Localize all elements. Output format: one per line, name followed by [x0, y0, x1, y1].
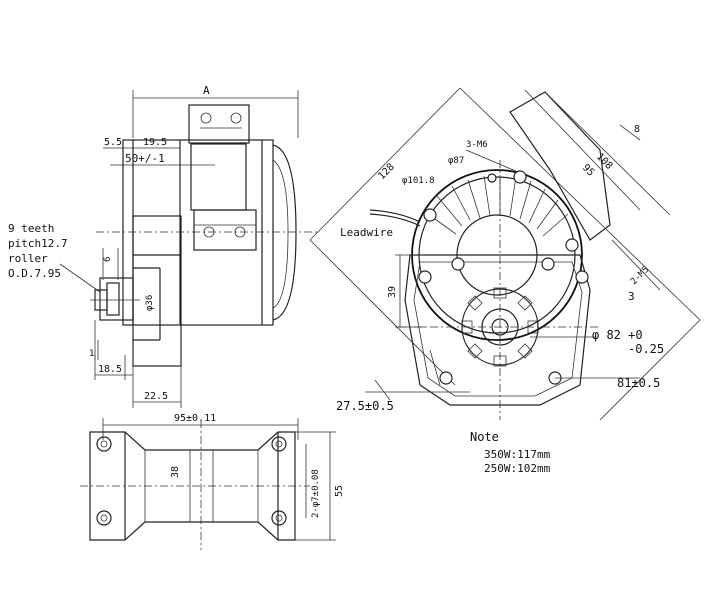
- dim-18-5: 18.5: [98, 364, 122, 375]
- dim-phi82-tol: -0.25: [628, 342, 664, 356]
- dim-6: 6: [103, 257, 113, 262]
- dim-81: 81±0.5: [617, 376, 660, 390]
- dim-phi82: φ 82 +0: [592, 328, 643, 342]
- dim-39: 39: [387, 286, 398, 298]
- dim-8: 8: [634, 124, 640, 135]
- sprocket-note-1: 9 teeth: [8, 222, 54, 235]
- front-view: 128 108 95 8 3-M6: [309, 87, 701, 421]
- leadwire-label: Leadwire: [340, 226, 393, 239]
- sprocket-note-2: pitch12.7: [8, 237, 68, 250]
- bottom-view: 95±0.11 38 2-φ7±0.08 55: [80, 413, 345, 550]
- dim-1: 1: [89, 349, 94, 359]
- note-line-2: 250W:102mm: [484, 462, 551, 475]
- dim-108: 108: [594, 151, 615, 172]
- dim-3: 3: [628, 290, 635, 303]
- dim-22-5: 22.5: [144, 391, 168, 402]
- dim-50: 50+/-1: [125, 152, 165, 165]
- dim-m6: 3-M6: [466, 140, 488, 150]
- note-title: Note: [470, 430, 499, 444]
- note-line-1: 350W:117mm: [484, 448, 551, 461]
- dim-128: 128: [376, 162, 397, 183]
- dim-19-5: 19.5: [143, 137, 167, 148]
- dim-a: A: [203, 84, 210, 97]
- sprocket-note-4: O.D.7.95: [8, 267, 61, 280]
- side-view: A 5.5 19.5 50+/-1: [8, 84, 318, 408]
- dim-95: 95±0.11: [174, 413, 216, 424]
- dim-55: 55: [334, 485, 345, 497]
- dim-95b: 95: [580, 162, 596, 178]
- dim-phi87: φ87: [448, 156, 464, 166]
- dim-phi101: φ101.8: [402, 176, 435, 186]
- dim-phi36: φ36: [145, 295, 155, 311]
- dim-27-5: 27.5±0.5: [336, 399, 394, 413]
- dim-holes: 2-φ7±0.08: [311, 469, 321, 518]
- dim-38: 38: [170, 466, 181, 478]
- note-block: Note 350W:117mm 250W:102mm: [470, 430, 551, 475]
- dim-m5: 2-M5: [629, 265, 651, 287]
- dim-5-5: 5.5: [104, 137, 122, 148]
- sprocket-note-3: roller: [8, 252, 48, 265]
